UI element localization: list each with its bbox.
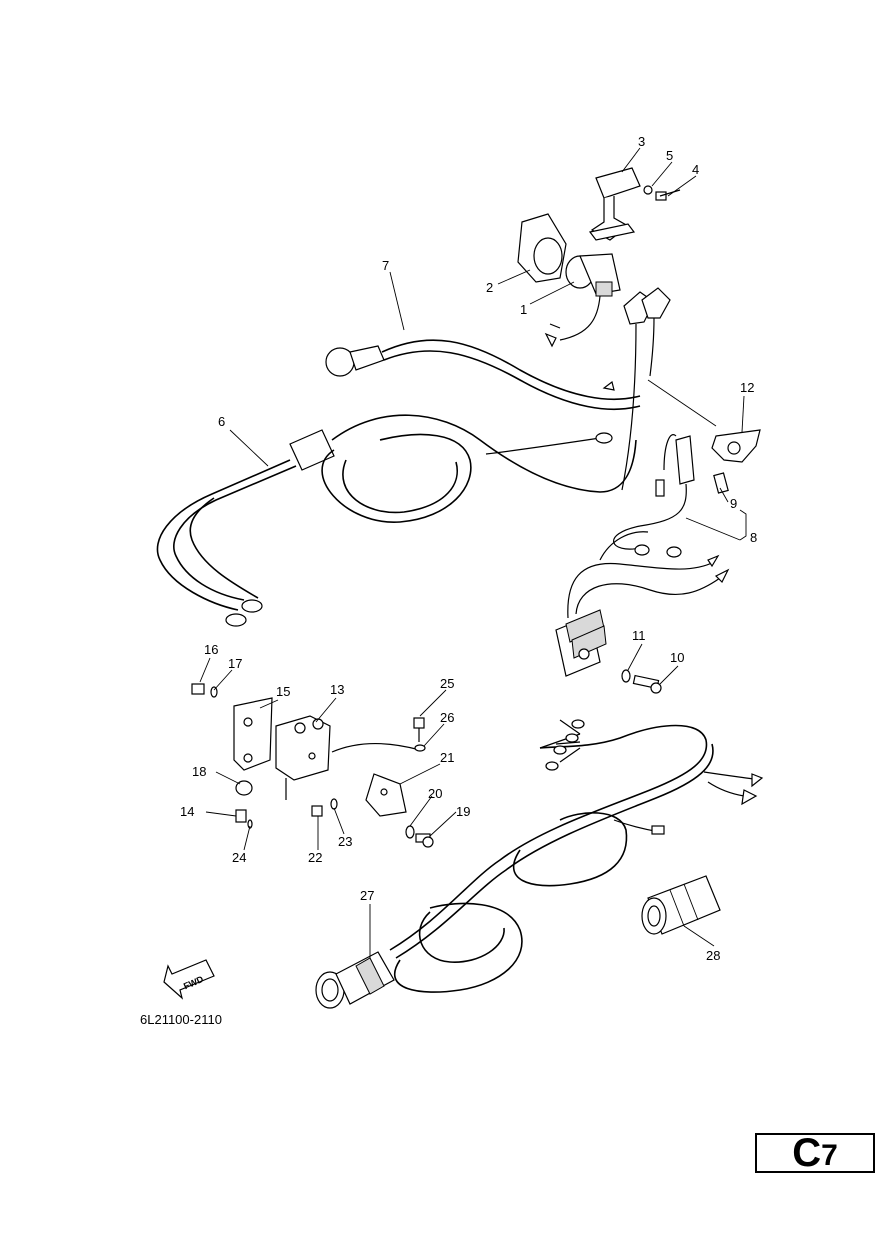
washer-part-5 xyxy=(643,185,653,195)
callout-20: 20 xyxy=(428,786,442,801)
callout-24: 24 xyxy=(232,850,246,865)
page-letter: C xyxy=(792,1131,822,1175)
callout-23: 23 xyxy=(338,834,352,849)
washer-part-17 xyxy=(210,686,218,698)
bracket-part-21 xyxy=(365,773,407,817)
bracket-part-3 xyxy=(588,167,641,241)
rectifier-unit xyxy=(555,531,730,677)
washer-part-24 xyxy=(247,819,253,829)
screw-part-14 xyxy=(235,809,247,823)
callout-14: 14 xyxy=(180,804,194,819)
callout-16: 16 xyxy=(204,642,218,657)
callout-12: 12 xyxy=(740,380,754,395)
callout-13: 13 xyxy=(330,682,344,697)
part-code: 6L21100-2110 xyxy=(140,1012,222,1027)
callout-27: 27 xyxy=(360,888,374,903)
bolt-part-4 xyxy=(655,189,681,201)
washer-part-23 xyxy=(330,798,338,810)
callout-18: 18 xyxy=(192,764,206,779)
bolt-part-22 xyxy=(311,805,323,817)
callout-4: 4 xyxy=(692,162,699,177)
bolt-part-10 xyxy=(632,674,662,694)
ignition-coil-part-13 xyxy=(275,715,421,800)
callout-5: 5 xyxy=(666,148,673,163)
callout-6: 6 xyxy=(218,414,225,429)
callout-numbers: 1 2 3 4 5 6 7 8 9 10 11 12 13 14 15 16 1… xyxy=(180,134,757,963)
callout-21: 21 xyxy=(440,750,454,765)
fwd-arrow-icon: FWD xyxy=(163,959,215,1000)
callout-2: 2 xyxy=(486,280,493,295)
callout-11: 11 xyxy=(632,628,646,643)
fuse-part-9 xyxy=(713,472,729,494)
callout-8: 8 xyxy=(750,530,757,545)
sleeve-part-28 xyxy=(641,875,721,935)
cable-part-6 xyxy=(156,414,637,627)
terminal-boots xyxy=(544,287,671,491)
bolt-part-16 xyxy=(191,683,205,695)
callout-26: 26 xyxy=(440,710,454,725)
cable-part-7 xyxy=(325,339,641,411)
bolt-part-25 xyxy=(413,717,425,742)
callout-3: 3 xyxy=(638,134,645,149)
callout-10: 10 xyxy=(670,650,684,665)
clamp-part-12 xyxy=(711,429,761,463)
fuse-harness-part-8 xyxy=(613,434,695,550)
callout-9: 9 xyxy=(730,496,737,511)
page-indicator: C 7 xyxy=(755,1133,875,1173)
grommet-part-18 xyxy=(235,780,253,796)
bracket-part-15 xyxy=(233,697,273,771)
bolt-part-19 xyxy=(415,833,434,848)
main-harness xyxy=(389,719,764,993)
callout-17: 17 xyxy=(228,656,242,671)
callout-1: 1 xyxy=(520,302,527,317)
relay-part-1 xyxy=(565,253,621,297)
callout-7: 7 xyxy=(382,258,389,273)
callout-19: 19 xyxy=(456,804,470,819)
callout-22: 22 xyxy=(308,850,322,865)
connector-part-27 xyxy=(315,951,395,1009)
washer-part-20 xyxy=(405,825,415,839)
callout-25: 25 xyxy=(440,676,454,691)
holder-part-2 xyxy=(517,213,567,283)
callout-15: 15 xyxy=(276,684,290,699)
page-number: 7 xyxy=(821,1139,838,1172)
washer-part-26 xyxy=(414,744,426,752)
leader-lines xyxy=(199,147,747,958)
callout-28: 28 xyxy=(706,948,720,963)
washer-part-11 xyxy=(621,669,631,683)
